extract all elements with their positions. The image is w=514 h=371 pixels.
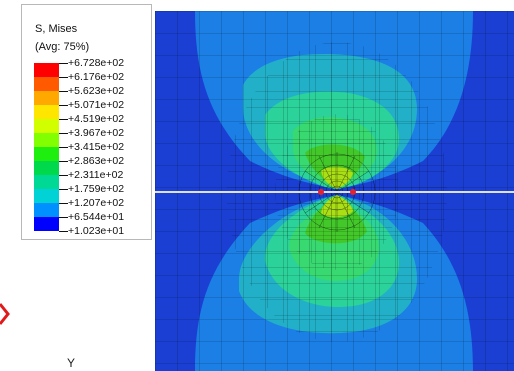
legend-averaging: (Avg: 75%) — [35, 41, 90, 53]
legend-swatch — [34, 119, 59, 133]
legend-swatch — [34, 105, 59, 119]
legend-tick — [59, 175, 68, 176]
legend-swatch — [34, 63, 59, 77]
legend-label: +1.759e+02 — [68, 183, 125, 195]
legend-swatch — [34, 77, 59, 91]
legend-swatch — [34, 203, 59, 217]
legend-swatch — [34, 175, 59, 189]
legend-swatch — [34, 147, 59, 161]
legend-tick — [59, 161, 68, 162]
legend-swatch — [34, 161, 59, 175]
crack-tip-marker — [318, 189, 324, 195]
legend-swatch — [34, 133, 59, 147]
legend-label: +1.207e+02 — [68, 197, 125, 209]
legend-label: +4.519e+02 — [68, 113, 125, 125]
legend-swatch — [34, 217, 59, 231]
legend-color-ramp — [34, 63, 59, 231]
legend-tick — [59, 189, 68, 190]
legend-label: +6.728e+02 — [68, 57, 125, 69]
legend-label: +5.623e+02 — [68, 85, 125, 97]
legend-label: +1.023e+01 — [68, 225, 125, 237]
legend-label: +5.071e+02 — [68, 99, 125, 111]
triad-axis-label: Y — [67, 356, 76, 370]
legend-tick — [59, 119, 68, 120]
contour-plot[interactable] — [155, 11, 514, 371]
legend-tick — [59, 203, 68, 204]
legend-title: S, Mises — [35, 23, 78, 35]
legend-label: +3.415e+02 — [68, 141, 125, 153]
crack-tip-mesh — [297, 152, 377, 232]
legend-tick — [59, 77, 68, 78]
legend-tick — [59, 147, 68, 148]
legend-tick — [59, 91, 68, 92]
red-arrow-icon — [0, 303, 10, 325]
legend-swatch — [34, 189, 59, 203]
crack-tip-marker — [350, 189, 356, 195]
legend-label: +2.311e+02 — [68, 169, 124, 181]
legend-label: +3.967e+02 — [68, 127, 125, 139]
legend-label: +2.863e+02 — [68, 155, 125, 167]
legend-tick — [59, 105, 68, 106]
legend-swatch — [34, 91, 59, 105]
legend-tick — [59, 133, 68, 134]
contour-legend: S, Mises (Avg: 75%) +6.728e+02 — [21, 4, 152, 240]
legend-label: +6.176e+02 — [68, 71, 125, 83]
legend-tick — [59, 217, 68, 218]
legend-tick — [59, 63, 68, 64]
legend-label: +6.544e+01 — [68, 211, 125, 223]
legend-tick — [59, 231, 68, 232]
